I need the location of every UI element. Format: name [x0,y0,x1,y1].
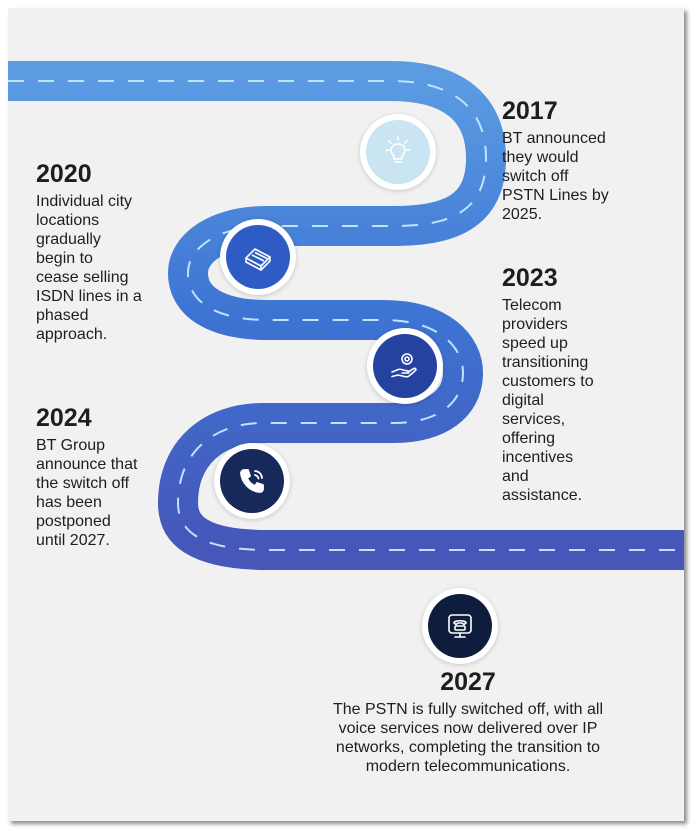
timeline-entry-2017: 2017 BT announced they would switch off … [502,97,682,224]
entry-description: BT Group announce that the switch off ha… [36,437,138,549]
router-icon [241,240,275,274]
marker-2017 [366,120,430,184]
marker-2020 [226,225,290,289]
entry-description: Telecom providers speed up transitioning… [502,297,594,504]
entry-year: 2024 [36,404,92,432]
marker-2023 [373,334,437,398]
entry-year: 2020 [36,160,92,188]
hand-coin-icon [388,349,422,383]
marker-2024 [220,449,284,513]
desk-phone-icon [443,609,477,643]
entry-description: Individual city locations gradually begi… [36,193,142,343]
timeline-entry-2024: 2024 BT Group announce that the switch o… [36,404,176,550]
timeline-entry-2027: 2027 The PSTN is fully switched off, wit… [278,668,658,776]
winding-road [8,61,684,570]
phone-ringing-icon [235,464,269,498]
entry-description: BT announced they would switch off PSTN … [502,130,609,223]
marker-2027 [428,594,492,658]
timeline-infographic: 2017 BT announced they would switch off … [8,8,684,821]
entry-year: 2023 [502,264,558,292]
lightbulb-icon [381,135,415,169]
entry-year: 2027 [440,668,496,696]
timeline-entry-2023: 2023 Telecom providers speed up transiti… [502,264,682,505]
timeline-entry-2020: 2020 Individual city locations gradually… [36,160,176,344]
road-center-dashes [8,80,684,551]
entry-year: 2017 [502,97,558,125]
entry-description: The PSTN is fully switched off, with all… [332,701,604,775]
